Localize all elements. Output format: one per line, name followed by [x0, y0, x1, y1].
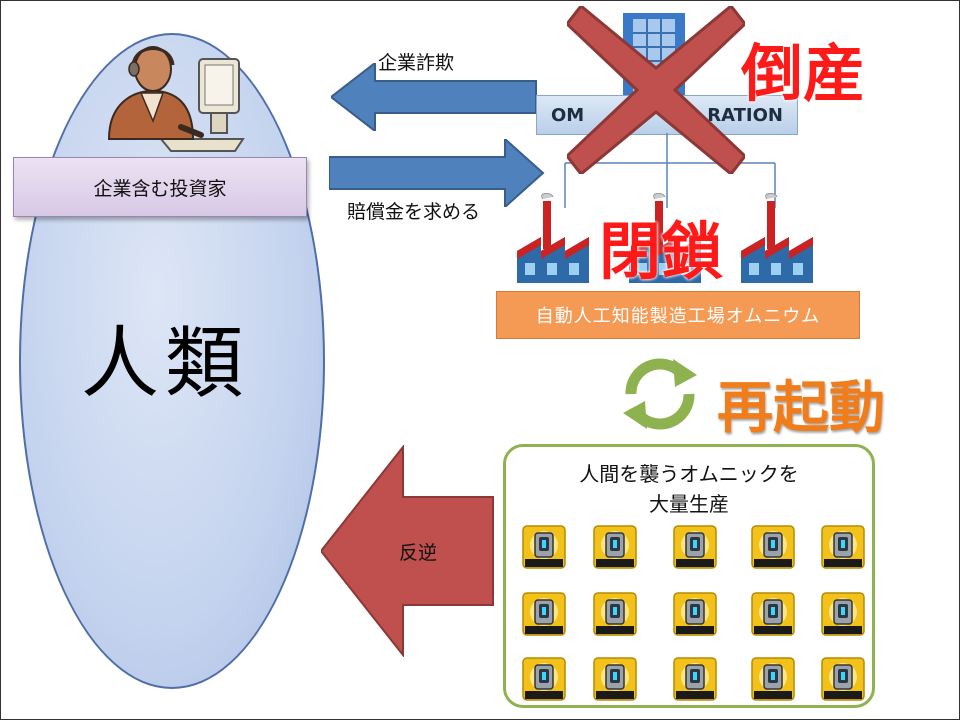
omnic-unit-icon — [751, 657, 795, 701]
production-title-line1: 人間を襲うオムニックを — [579, 462, 799, 486]
factory-label-box: 自動人工知能製造工場オムニウム — [496, 291, 860, 339]
omnic-unit-icon — [821, 657, 865, 701]
corporation-name-right: RATION — [707, 104, 783, 126]
omnic-unit-icon — [593, 525, 637, 569]
bankrupt-cross-icon — [567, 6, 745, 174]
omnic-unit-icon — [821, 525, 865, 569]
omnic-unit-grid — [1, 1, 865, 701]
closure-label: 閉鎖 — [599, 215, 724, 288]
bankruptcy-label: 倒産 — [741, 37, 866, 110]
omnic-unit-icon — [522, 657, 566, 701]
investor-clipart-icon — [107, 46, 245, 152]
production-title-line2: 大量生産 — [649, 492, 729, 516]
omnic-unit-icon — [673, 657, 717, 701]
omnic-unit-icon — [593, 592, 637, 636]
omnic-unit-icon — [751, 525, 795, 569]
compensation-arrow — [329, 139, 545, 207]
investor-box: 企業含む投資家 — [13, 157, 307, 217]
restart-cycle-icon — [623, 358, 697, 430]
omnic-unit-icon — [673, 592, 717, 636]
revolt-label: 反逆 — [399, 542, 438, 564]
compensation-label: 賠償金を求める — [347, 201, 481, 223]
omnic-unit-icon — [751, 592, 795, 636]
humanity-label: 人類 — [81, 319, 250, 409]
production-title: 人間を襲うオムニックを 大量生産 — [503, 459, 875, 519]
fraud-label: 企業詐欺 — [378, 52, 455, 74]
omnic-unit-icon — [673, 525, 717, 569]
omnic-unit-icon — [522, 592, 566, 636]
restart-label: 再起動 — [717, 376, 885, 441]
factory-icon — [517, 193, 814, 284]
corporation-name-left: OM — [551, 104, 585, 126]
revolt-arrow — [321, 445, 494, 657]
omnic-unit-icon — [593, 657, 637, 701]
omnic-unit-icon — [821, 592, 865, 636]
omnic-unit-icon — [522, 525, 566, 569]
